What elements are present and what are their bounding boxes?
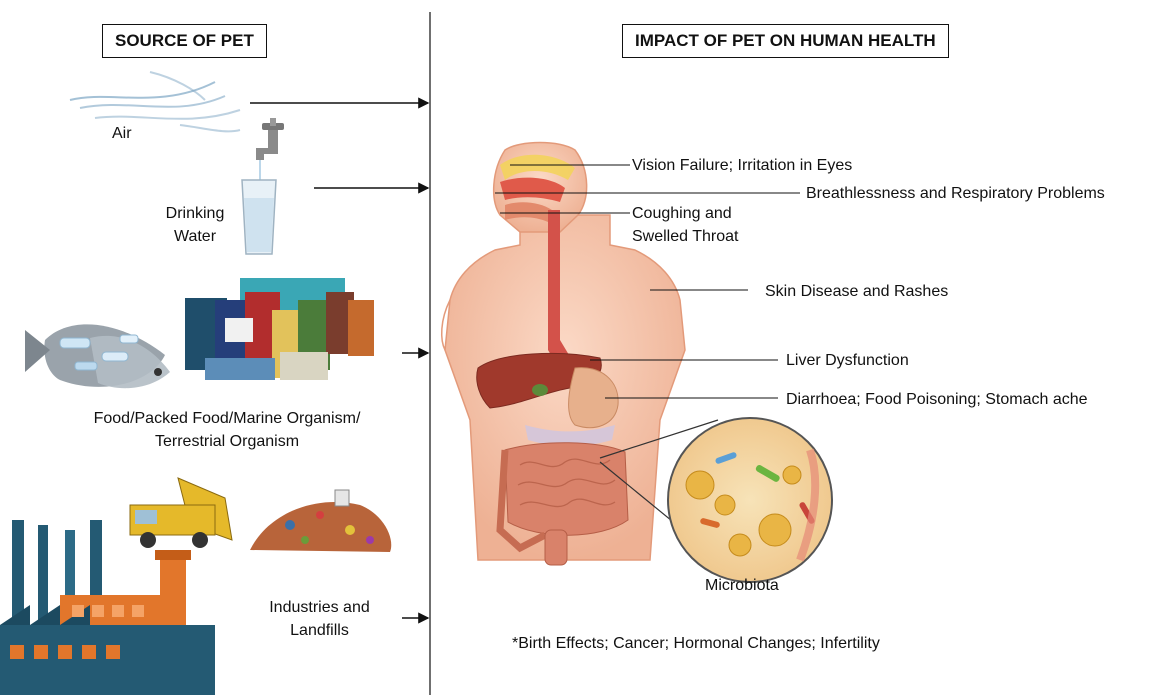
vision-impact-label: Vision Failure; Irritation in Eyes [632,154,852,177]
liver-impact-label: Liver Dysfunction [786,349,909,372]
food-label-line1: Food/Packed Food/Marine Organism/ [62,407,392,430]
food-label-line2: Terrestrial Organism [62,430,392,453]
stomach-impact-label: Diarrhoea; Food Poisoning; Stomach ache [786,388,1088,411]
source-title: SOURCE OF PET [102,24,267,58]
industry-label-line1: Industries and [252,596,387,619]
cough-impact-line2: Swelled Throat [632,225,738,248]
water-glass-icon [242,118,284,254]
wind-icon [70,72,240,131]
water-label-line2: Water [155,225,235,248]
industry-label: Industries and Landfills [252,596,387,642]
air-label: Air [112,122,132,145]
fish-icon [25,324,170,388]
other-impacts-label: *Birth Effects; Cancer; Hormonal Changes… [512,632,880,655]
cough-impact-line1: Coughing and [632,202,738,225]
food-label: Food/Packed Food/Marine Organism/ Terres… [62,407,392,453]
factory-icon [0,520,215,695]
industry-label-line2: Landfills [252,619,387,642]
cough-impact-label: Coughing and Swelled Throat [632,202,738,248]
impact-title: IMPACT OF PET ON HUMAN HEALTH [622,24,949,58]
microbiota-label: Microbiota [705,574,779,597]
breath-impact-label: Breathlessness and Respiratory Problems [806,182,1105,205]
water-label-line1: Drinking [155,202,235,225]
truck-landfill-icon [130,478,391,552]
skin-impact-label: Skin Disease and Rashes [765,280,948,303]
water-label: Drinking Water [155,202,235,248]
packed-food-icon [185,278,374,380]
